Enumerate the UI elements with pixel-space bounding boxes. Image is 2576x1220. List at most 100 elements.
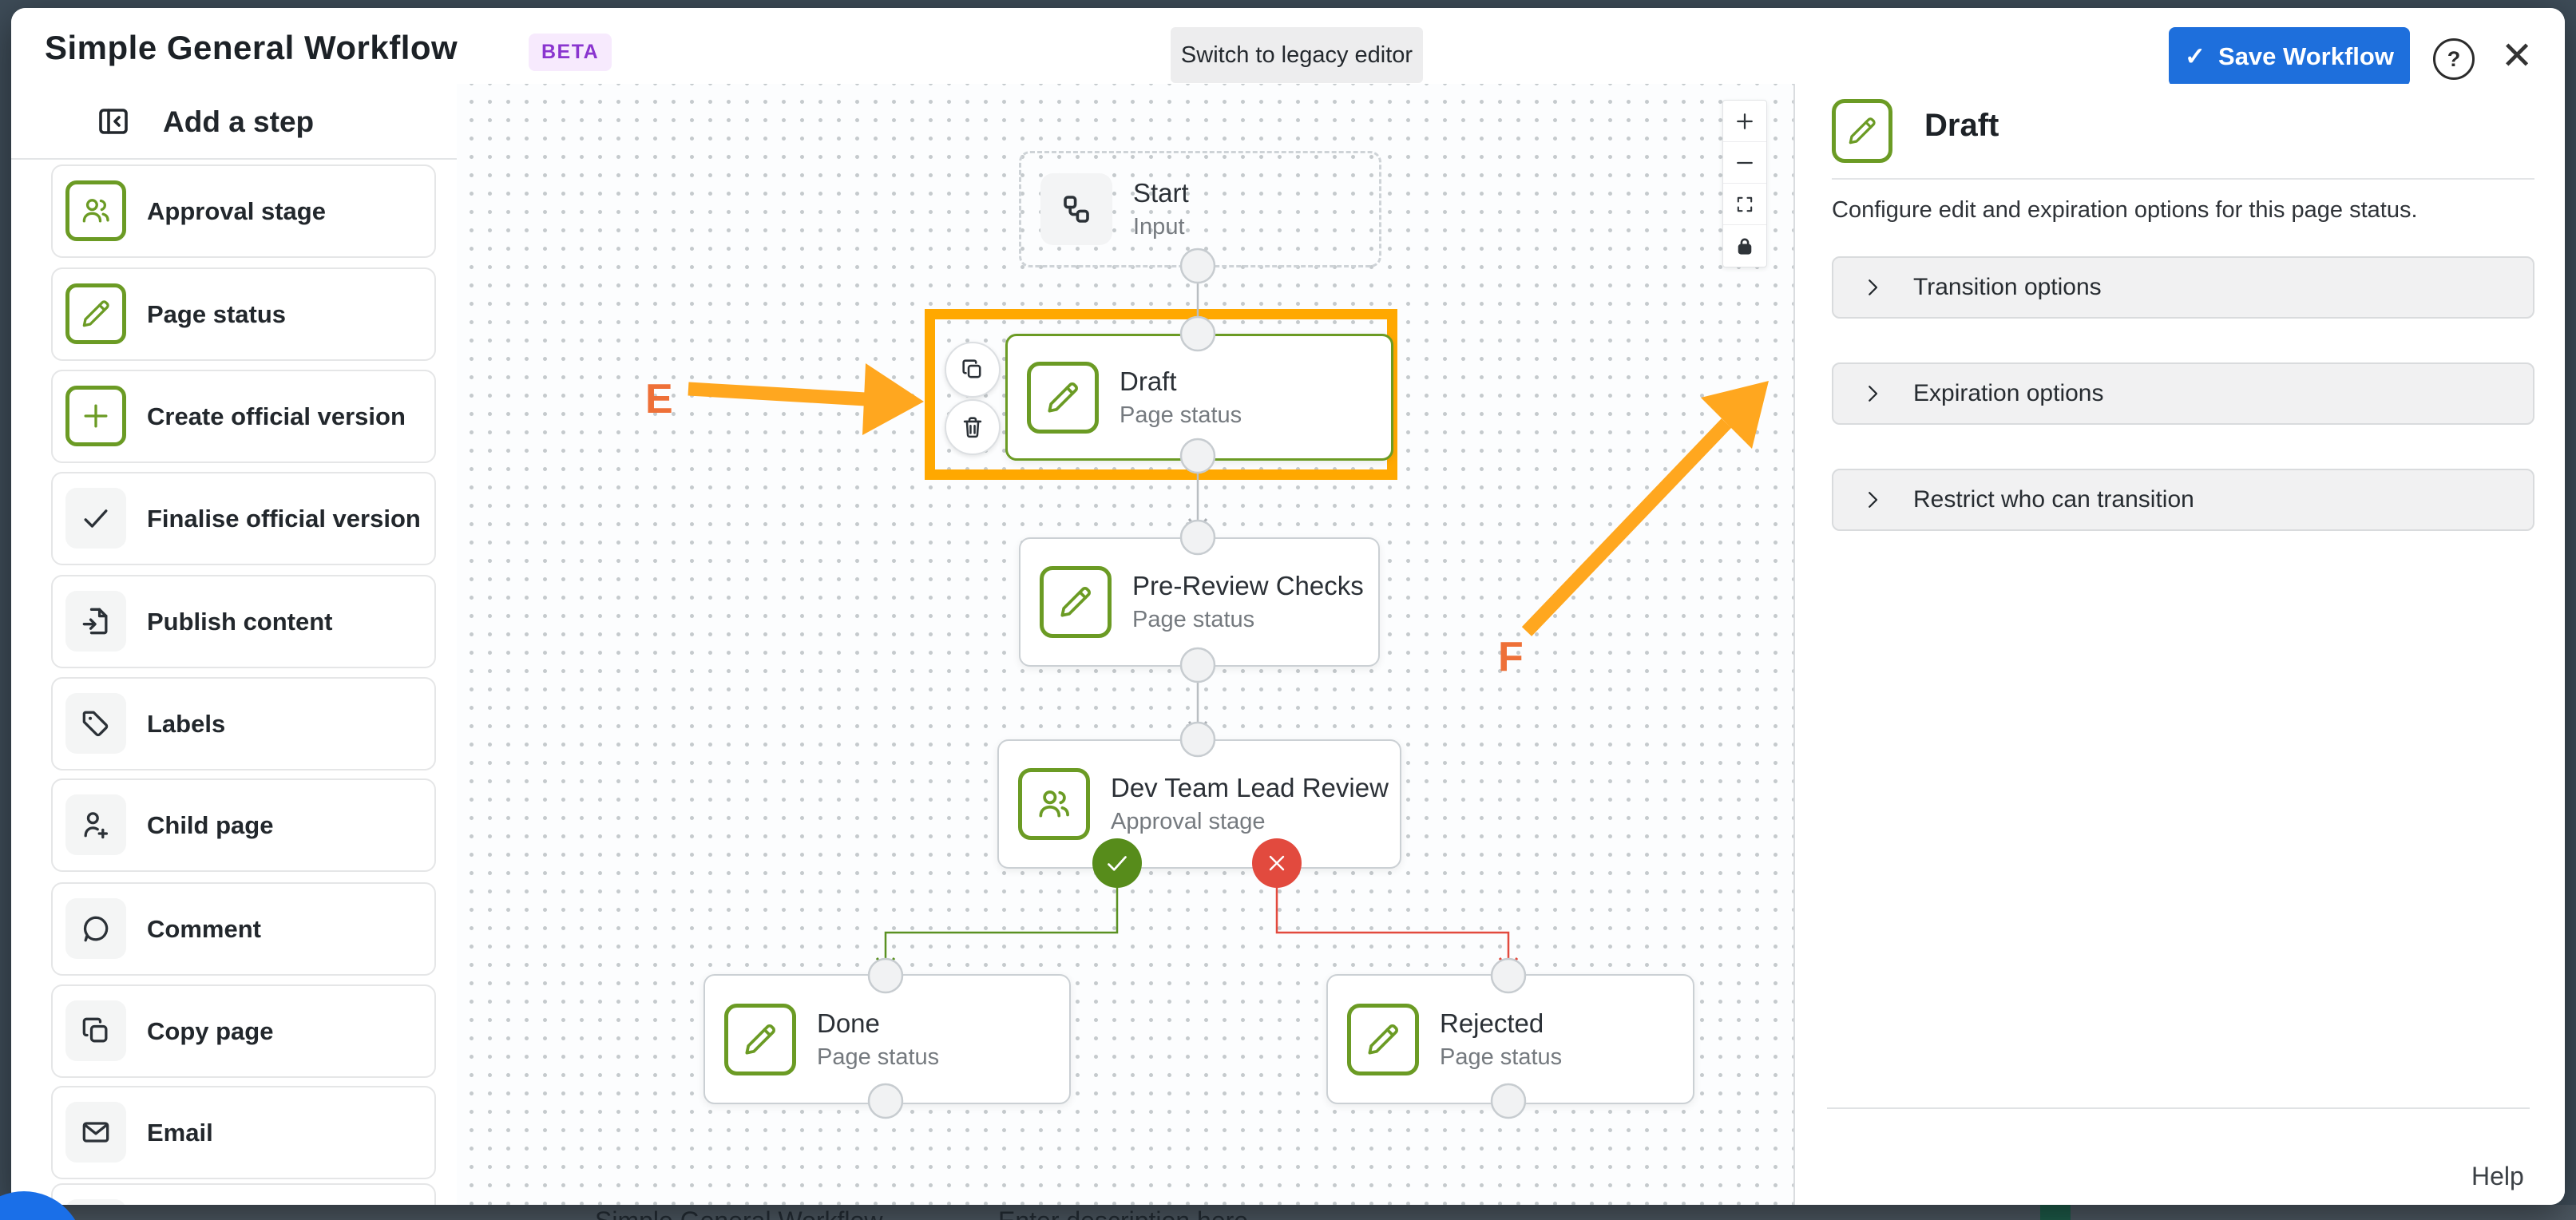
step-label: Copy page — [147, 1016, 274, 1045]
reject-badge-icon[interactable] — [1252, 838, 1302, 888]
duplicate-node-button[interactable] — [945, 342, 1001, 398]
annotation-e-label: E — [645, 376, 673, 422]
check-icon — [65, 488, 126, 549]
node-dev-team-lead-review[interactable]: Dev Team Lead Review Approval stage — [997, 739, 1401, 869]
help-icon[interactable]: ? — [2433, 38, 2475, 80]
accordion-expiration-options[interactable]: Expiration options — [1832, 362, 2534, 425]
step-copy-page[interactable]: Copy page — [51, 984, 436, 1078]
accordion-label: Expiration options — [1913, 380, 2104, 406]
step-approval-stage[interactable]: Approval stage — [51, 164, 436, 258]
underlying-workflow-name: Simple General Workflow — [595, 1206, 882, 1220]
node-title: Start — [1133, 178, 1189, 208]
step-label: Create official version — [147, 402, 406, 430]
node-subtitle: Page status — [1120, 402, 1242, 428]
node-subtitle: Page status — [1440, 1044, 1563, 1070]
step-comment[interactable]: Comment — [51, 882, 436, 976]
save-workflow-label: Save Workflow — [2218, 42, 2394, 70]
underlying-green-accent — [2040, 1205, 2071, 1220]
chevron-right-icon — [1861, 488, 1884, 512]
accordion-restrict-transition[interactable]: Restrict who can transition — [1832, 469, 2534, 531]
annotation-e-arrow — [862, 363, 924, 435]
zoom-out-button[interactable] — [1723, 142, 1766, 184]
users-icon — [1018, 768, 1090, 840]
step-label: Page status — [147, 299, 287, 328]
panel-divider — [1832, 178, 2534, 180]
pencil-icon — [1347, 1003, 1419, 1075]
help-link[interactable]: Help — [2471, 1162, 2524, 1190]
accordion-label: Transition options — [1913, 274, 2102, 300]
collapse-panel-icon[interactable] — [94, 102, 133, 141]
node-title: Pre-Review Checks — [1132, 571, 1364, 600]
step-label: Approval stage — [147, 196, 326, 225]
copy-icon — [65, 1000, 126, 1061]
step-finalise-official-version[interactable]: Finalise official version — [51, 472, 436, 565]
chevron-right-icon — [1861, 382, 1884, 406]
zoom-in-button[interactable] — [1723, 101, 1766, 142]
modal-header: Simple General Workflow BETA Switch to l… — [11, 8, 2565, 88]
approve-badge-icon[interactable] — [1092, 838, 1142, 888]
step-label: Publish content — [147, 607, 333, 636]
annotation-f-arrow — [1701, 381, 1769, 449]
underlying-description-placeholder: Enter description here — [998, 1206, 1248, 1220]
close-icon[interactable]: ✕ — [2501, 35, 2534, 77]
step-label: Child page — [147, 810, 274, 839]
node-subtitle: Page status — [1132, 607, 1255, 632]
step-email[interactable]: Email — [51, 1086, 436, 1179]
workflow-start-icon — [1040, 173, 1112, 245]
pencil-icon — [1832, 99, 1892, 163]
node-title: Dev Team Lead Review — [1111, 773, 1389, 802]
pencil-icon — [1027, 361, 1099, 434]
comment-icon — [65, 898, 126, 959]
node-subtitle: Page status — [817, 1044, 940, 1070]
switch-legacy-button[interactable]: Switch to legacy editor — [1171, 27, 1423, 83]
node-draft[interactable]: Draft Page status — [1005, 334, 1393, 461]
pencil-icon — [724, 1003, 796, 1075]
workflow-canvas[interactable]: Start Input Draft Page status — [457, 84, 1793, 1205]
step-labels[interactable]: Labels — [51, 677, 436, 770]
node-rejected[interactable]: Rejected Page status — [1326, 974, 1694, 1104]
sidebar-title: Add a step — [163, 105, 315, 138]
partial-icon — [65, 1199, 126, 1205]
step-page-status[interactable]: Page status — [51, 267, 436, 361]
save-workflow-button[interactable]: ✓ Save Workflow — [2169, 27, 2410, 86]
panel-title: Draft — [1924, 108, 1999, 143]
accordion-label: Restrict who can transition — [1913, 486, 2194, 513]
node-start[interactable]: Start Input — [1019, 151, 1381, 267]
node-title: Rejected — [1440, 1008, 1544, 1038]
fit-view-button[interactable] — [1723, 184, 1766, 225]
delete-node-button[interactable] — [945, 399, 1001, 455]
step-label: Email — [147, 1118, 213, 1147]
node-pre-review-checks[interactable]: Pre-Review Checks Page status — [1019, 537, 1380, 667]
step-partial[interactable] — [51, 1183, 436, 1205]
node-title: Done — [817, 1008, 880, 1038]
step-label: Labels — [147, 709, 226, 738]
step-child-page[interactable]: Child page — [51, 778, 436, 872]
step-label: Comment — [147, 914, 261, 943]
node-subtitle: Input — [1133, 214, 1185, 240]
panel-description: Configure edit and expiration options fo… — [1832, 197, 2418, 223]
tag-icon — [65, 693, 126, 754]
node-done[interactable]: Done Page status — [703, 974, 1071, 1104]
step-create-official-version[interactable]: Create official version — [51, 370, 436, 463]
publish-icon — [65, 591, 126, 652]
panel-footer-divider — [1827, 1107, 2530, 1109]
pencil-icon — [1040, 566, 1112, 638]
lock-button[interactable] — [1723, 225, 1766, 267]
users-icon — [65, 180, 126, 241]
beta-badge: BETA — [529, 34, 612, 71]
step-label: Finalise official version — [147, 504, 421, 533]
sidebar-header: Add a step — [11, 88, 457, 160]
workflow-title: Simple General Workflow — [45, 29, 458, 66]
accordion-transition-options[interactable]: Transition options — [1832, 256, 2534, 319]
workflow-editor-modal: Simple General Workflow BETA Switch to l… — [11, 8, 2565, 1205]
annotation-f-label: F — [1498, 634, 1524, 680]
envelope-icon — [65, 1102, 126, 1163]
plus-icon — [65, 386, 126, 446]
step-publish-content[interactable]: Publish content — [51, 575, 436, 668]
node-subtitle: Approval stage — [1111, 809, 1266, 834]
canvas-controls — [1722, 100, 1767, 267]
underlying-table-row: Simple General Workflow Enter descriptio… — [0, 1205, 2576, 1220]
node-title: Draft — [1120, 366, 1177, 396]
chevron-right-icon — [1861, 275, 1884, 299]
